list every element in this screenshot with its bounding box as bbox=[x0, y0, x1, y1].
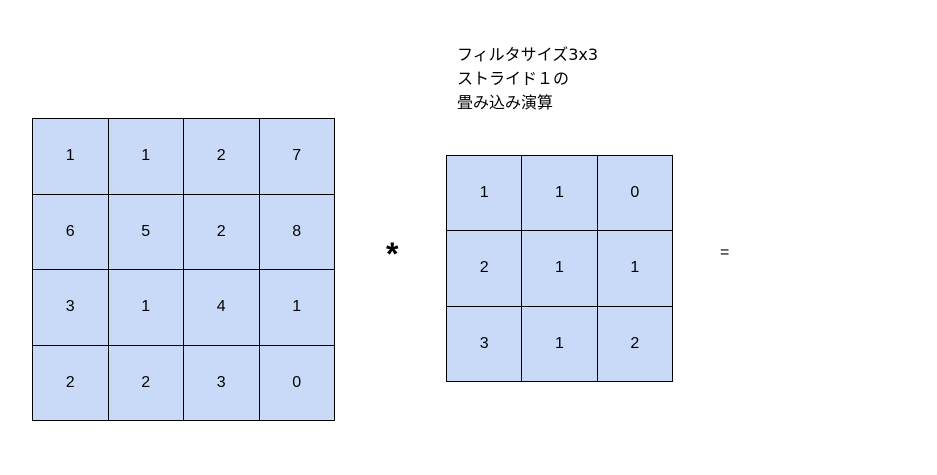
input-cell: 1 bbox=[33, 119, 109, 195]
input-cell: 4 bbox=[184, 270, 260, 346]
input-cell: 2 bbox=[108, 345, 184, 421]
input-cell: 2 bbox=[184, 119, 260, 195]
input-cell: 0 bbox=[259, 345, 335, 421]
kernel-cell: 1 bbox=[597, 231, 673, 307]
caption-line-filter-size: フィルタサイズ3x3 bbox=[457, 45, 599, 64]
caption-line-stride: ストライド１の bbox=[457, 69, 570, 88]
kernel-cell: 3 bbox=[447, 306, 523, 382]
input-cell: 3 bbox=[184, 345, 260, 421]
caption-line-convolution: 畳み込み演算 bbox=[457, 93, 554, 112]
input-cell: 1 bbox=[108, 119, 184, 195]
input-cell: 6 bbox=[33, 194, 109, 270]
input-cell: 1 bbox=[259, 270, 335, 346]
convolution-operator: * bbox=[386, 236, 399, 272]
kernel-cell: 0 bbox=[597, 156, 673, 232]
input-matrix: 1 1 2 7 6 5 2 8 3 1 4 1 2 2 3 0 bbox=[32, 118, 335, 421]
input-cell: 1 bbox=[108, 270, 184, 346]
caption: フィルタサイズ3x3 ストライド１の 畳み込み演算 bbox=[457, 43, 598, 115]
equals-operator: = bbox=[720, 244, 730, 261]
kernel-cell: 1 bbox=[447, 156, 523, 232]
input-cell: 2 bbox=[184, 194, 260, 270]
kernel-cell: 2 bbox=[597, 306, 673, 382]
kernel-matrix: 1 1 0 2 1 1 3 1 2 bbox=[446, 155, 673, 382]
input-cell: 8 bbox=[259, 194, 335, 270]
kernel-cell: 1 bbox=[522, 156, 598, 232]
input-cell: 3 bbox=[33, 270, 109, 346]
kernel-cell: 2 bbox=[447, 231, 523, 307]
kernel-cell: 1 bbox=[522, 231, 598, 307]
kernel-cell: 1 bbox=[522, 306, 598, 382]
input-cell: 2 bbox=[33, 345, 109, 421]
input-cell: 5 bbox=[108, 194, 184, 270]
input-cell: 7 bbox=[259, 119, 335, 195]
